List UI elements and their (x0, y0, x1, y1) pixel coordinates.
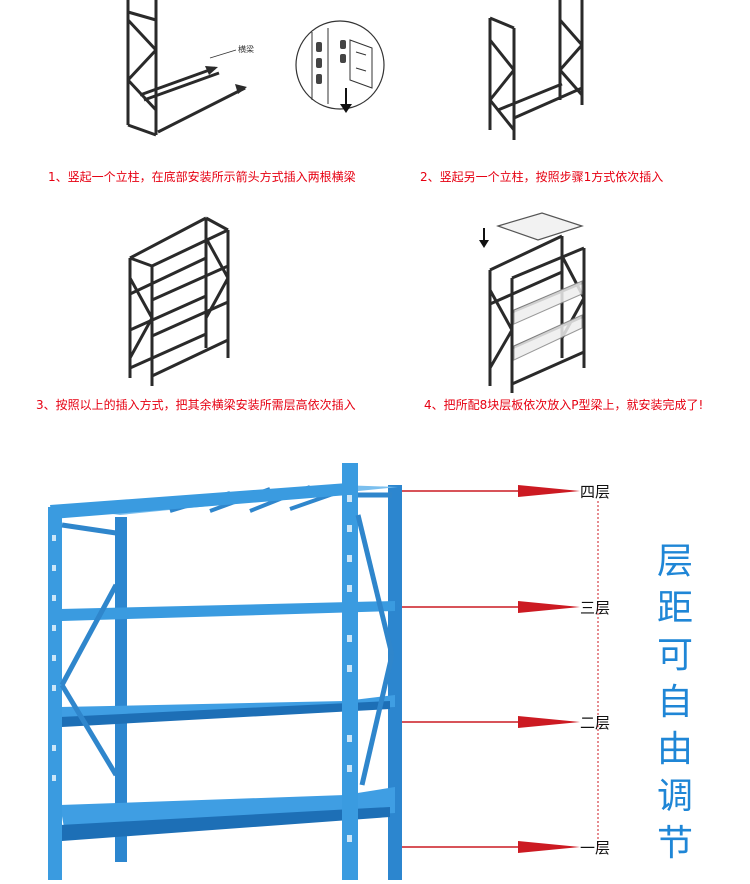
level-arrows (0, 455, 750, 884)
heading-char: 自 (656, 682, 693, 723)
step-1-caption: 1、竖起一个立柱，在底部安装所示箭头方式插入两根横梁 (48, 170, 356, 184)
step-2-caption: 2、竖起另一个立柱，按照步骤1方式依次插入 (420, 170, 664, 184)
step-3-caption: 3、按照以上的插入方式，把其余横梁安装所需层高依次插入 (36, 398, 356, 412)
step-1-illustration: 横梁 (0, 0, 400, 164)
step-4-illustration (470, 208, 610, 397)
step-2-illustration (470, 0, 610, 154)
layer-label-3: 三层 (580, 599, 611, 617)
layer-label-4: 四层 (580, 483, 611, 501)
step-4-drawing (479, 212, 586, 393)
step-4-caption: 4、把所配8块层板依次放入P型梁上，就安装完成了! (424, 398, 704, 412)
step-2-drawing (488, 0, 584, 140)
beam-callout-label: 横梁 (238, 45, 254, 54)
heading-char: 节 (656, 823, 693, 864)
heading-char: 由 (656, 729, 693, 770)
heading-char: 调 (656, 776, 693, 817)
layer-label-2: 二层 (580, 714, 611, 732)
step-1-drawing (126, 0, 385, 137)
layer-label-1: 一层 (580, 839, 611, 857)
level-arrows-drawing (402, 485, 599, 853)
step-3-drawing (128, 216, 230, 386)
heading-char: 距 (656, 588, 693, 629)
heading-char: 层 (656, 541, 693, 582)
heading-char: 可 (656, 635, 693, 676)
blue-shelf-drawing (48, 463, 402, 880)
step-3-illustration (118, 208, 248, 397)
blue-shelf-illustration (0, 455, 420, 884)
vertical-heading: 层 距 可 自 由 调 节 (652, 538, 698, 867)
